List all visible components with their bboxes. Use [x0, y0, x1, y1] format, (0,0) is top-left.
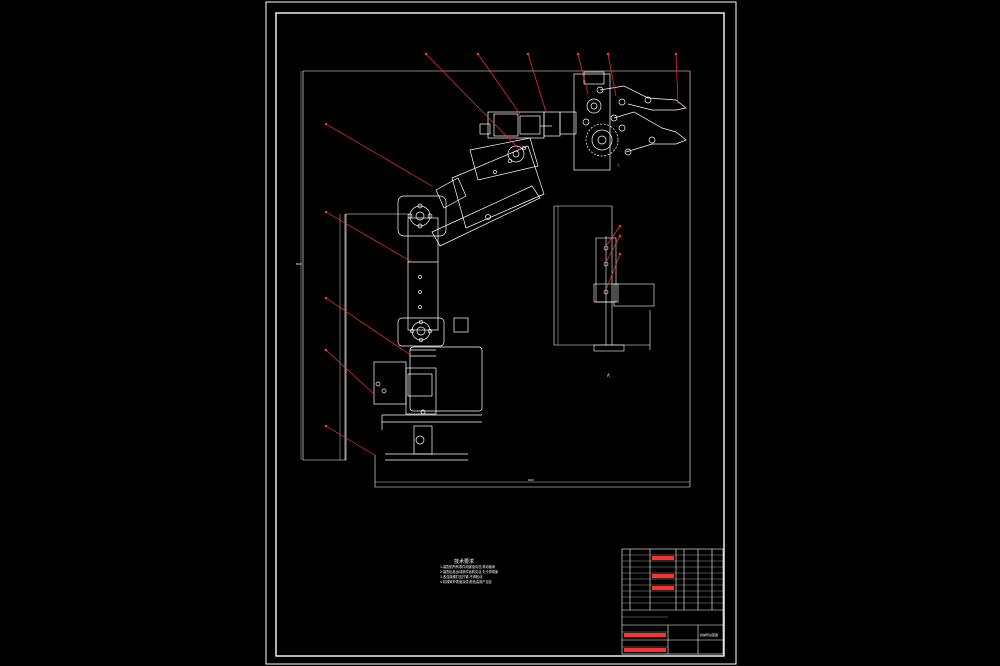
overall-width-dimension: 600 — [528, 478, 534, 482]
title-block-part-name: 机械臂总装图 — [700, 633, 719, 637]
balloon-markers — [324, 52, 678, 428]
main-view-outline — [300, 70, 691, 488]
side-view — [553, 205, 655, 352]
technical-notes: 技术要求 1.装配前所有零件用煤油清洗,滚动轴承 2.装配后各运动部件运转灵活,… — [440, 558, 520, 585]
notes-heading: 技术要求 — [454, 559, 475, 565]
inner-frame — [275, 12, 725, 657]
note-line: 3.各连接螺钉应拧紧,不得松动 — [440, 575, 483, 579]
dimension-lines — [339, 206, 690, 483]
view-marker-label: A — [617, 163, 620, 168]
title-block — [621, 548, 724, 655]
overall-height-dimension: 800 — [296, 262, 302, 266]
section-view-label: A — [607, 373, 610, 378]
title-block-highlights — [624, 556, 674, 652]
wrist-assembly — [479, 111, 577, 139]
leader-lines — [325, 53, 679, 457]
title-block-rows — [622, 554, 723, 648]
elbow-joint — [397, 177, 467, 237]
note-line: 1.装配前所有零件用煤油清洗,滚动轴承 — [440, 565, 496, 569]
lower-arm — [397, 217, 469, 357]
outer-frame — [265, 1, 737, 665]
upper-arm — [431, 137, 545, 247]
note-line: 4.机械臂外表面涂漆,颜色由用户自定 — [440, 580, 492, 584]
robot-base — [373, 346, 483, 461]
gripper — [573, 71, 687, 171]
note-line: 2.装配后各运动部件运转灵活,无卡滞现象 — [440, 570, 499, 574]
